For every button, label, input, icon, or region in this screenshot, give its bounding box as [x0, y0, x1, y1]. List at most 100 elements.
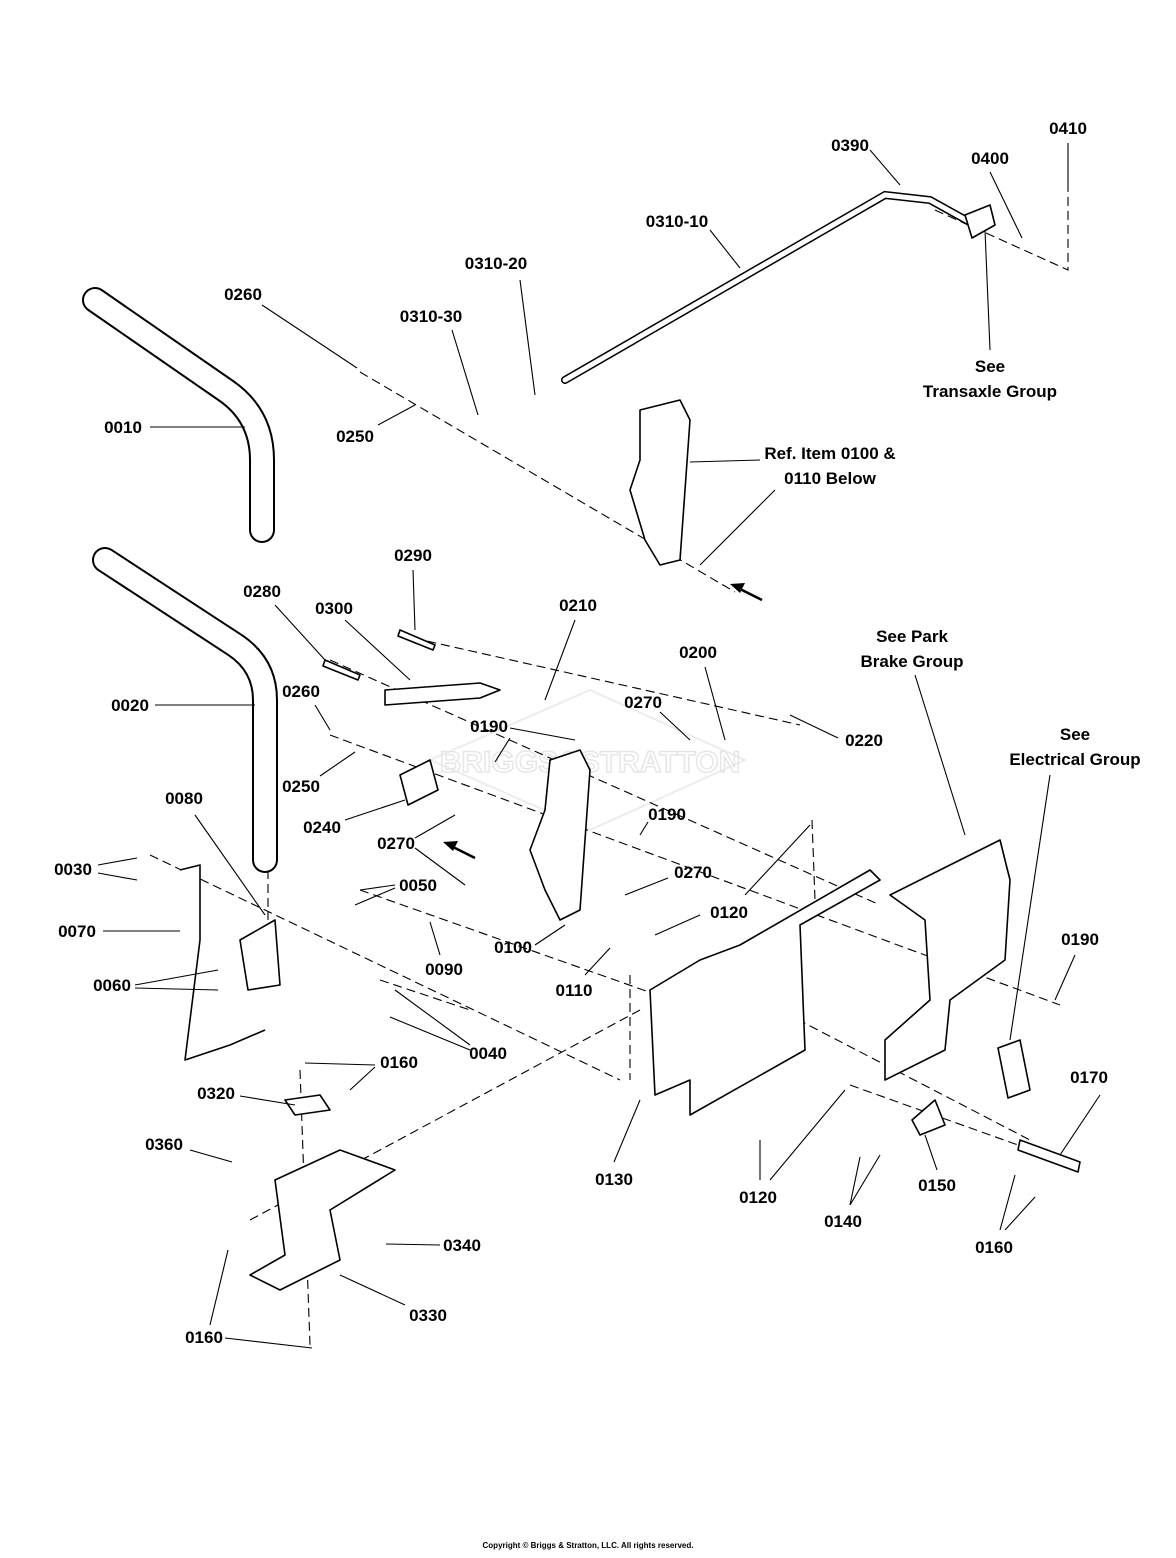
part-label: 0300	[315, 599, 353, 618]
part-label: 0100	[494, 938, 532, 957]
leader-line	[654, 914, 701, 936]
part-label: 0060	[93, 976, 131, 995]
leader-line	[849, 1154, 881, 1206]
part-label: Transaxle Group	[923, 382, 1057, 401]
pin-0290	[397, 629, 436, 651]
leader-line	[519, 279, 536, 396]
part-label: 0250	[282, 777, 320, 796]
leader-line	[999, 1174, 1016, 1231]
rod-0310-10	[561, 190, 979, 384]
leader-line	[194, 814, 266, 916]
part-label: 0200	[679, 643, 717, 662]
part-label: 0400	[971, 149, 1009, 168]
leader-line	[414, 814, 456, 839]
bolt-0170	[1017, 1139, 1081, 1173]
part-label: 0160	[380, 1053, 418, 1072]
part-label: 0250	[336, 427, 374, 446]
leader-line	[359, 884, 396, 891]
part-label: 0310-10	[646, 212, 708, 231]
leader-line	[261, 304, 358, 369]
leader-line	[534, 924, 566, 946]
leader-line	[319, 751, 356, 777]
bracket-0150	[911, 1099, 946, 1136]
part-label: 0070	[58, 922, 96, 941]
leader-line	[377, 404, 416, 426]
leader-line	[385, 1243, 441, 1246]
leader-line	[189, 1149, 233, 1163]
part-label: 0340	[443, 1236, 481, 1255]
part-label: 0190	[470, 717, 508, 736]
leader-line	[704, 666, 726, 741]
part-label: 0050	[399, 876, 437, 895]
leader-line	[494, 737, 511, 763]
part-label: 0360	[145, 1135, 183, 1154]
leader-line	[699, 489, 776, 566]
part-label: 0020	[111, 696, 149, 715]
part-label: 0410	[1049, 119, 1087, 138]
part-label: 0310-30	[400, 307, 462, 326]
bracket-0330	[249, 1149, 396, 1291]
leader-line	[339, 1274, 406, 1306]
leader-lines	[97, 143, 1101, 1349]
part-label: 0170	[1070, 1068, 1108, 1087]
copyright-notice: Copyright © Briggs & Stratton, LLC. All …	[482, 1541, 694, 1550]
part-label: 0260	[224, 285, 262, 304]
leader-line	[414, 847, 466, 886]
leader-line	[924, 1134, 938, 1171]
part-label: Brake Group	[861, 652, 964, 671]
gas-spring-0300	[384, 682, 501, 706]
switch-electrical	[997, 1039, 1031, 1099]
part-label: See	[1060, 725, 1090, 744]
leader-line	[97, 872, 138, 881]
leader-line	[451, 329, 479, 416]
bracket-0080	[239, 919, 281, 991]
lever-0070	[179, 864, 266, 1061]
part-label: 0160	[975, 1238, 1013, 1257]
leader-line	[869, 149, 901, 186]
part-label: 0110	[556, 981, 593, 1000]
leader-line	[239, 1095, 296, 1106]
leader-line	[544, 619, 576, 701]
part-label: 0110 Below	[784, 469, 876, 488]
leader-line	[584, 947, 611, 976]
leader-line	[639, 821, 649, 836]
leader-line	[1009, 774, 1051, 1041]
spacer-0240	[399, 759, 439, 806]
part-label: 0040	[469, 1044, 507, 1063]
parts	[82, 190, 1081, 1291]
leader-line	[134, 987, 219, 991]
part-label: 0280	[243, 582, 281, 601]
part-label: 0120	[739, 1188, 777, 1207]
part-label: 0090	[425, 960, 463, 979]
part-label: Ref. Item 0100 &	[764, 444, 895, 463]
part-label: 0160	[185, 1328, 223, 1347]
leader-line	[349, 1066, 376, 1091]
leader-line	[344, 619, 411, 681]
part-labels: 0410039004000310-100310-2002600310-30See…	[54, 119, 1141, 1347]
leader-line	[209, 1249, 229, 1326]
leader-line	[304, 1062, 376, 1066]
leader-line	[659, 711, 691, 741]
part-label: 0190	[1061, 930, 1099, 949]
leader-line	[134, 969, 219, 986]
watermark-logo: BRIGGS&STRATTON	[427, 688, 748, 832]
leader-line	[984, 229, 991, 351]
part-label: See Park	[876, 627, 948, 646]
leader-line	[389, 1016, 471, 1051]
lever-upper	[629, 399, 691, 566]
part-label: 0150	[918, 1176, 956, 1195]
leader-line	[849, 1156, 861, 1206]
part-label: 0270	[377, 834, 415, 853]
leader-line	[624, 877, 669, 896]
part-label: 0140	[824, 1212, 862, 1231]
leader-line	[224, 1337, 313, 1349]
part-label: 0320	[197, 1084, 235, 1103]
leader-line	[613, 1099, 641, 1163]
part-label: 0260	[282, 682, 320, 701]
part-label: 0080	[165, 789, 203, 808]
part-label: 0220	[845, 731, 883, 750]
leader-line	[509, 727, 576, 741]
plate-0130	[649, 869, 881, 1116]
leader-line	[689, 459, 761, 463]
